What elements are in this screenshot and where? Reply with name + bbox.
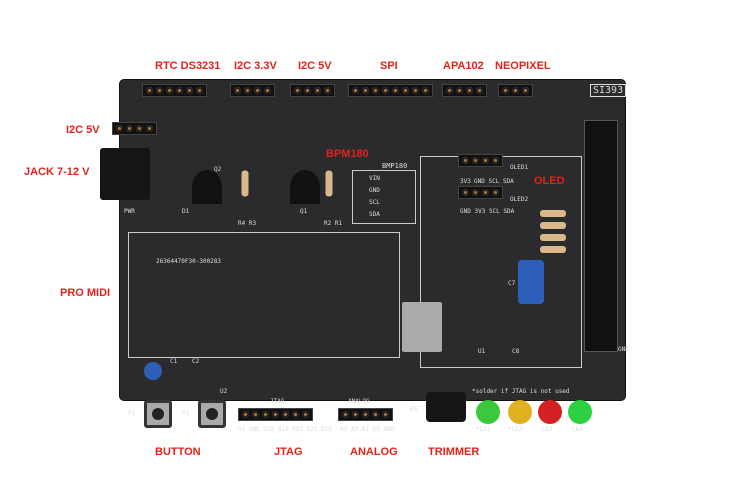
r5-silk: R5: [410, 406, 418, 413]
bmp-pin-sda: SDA: [369, 211, 380, 218]
jtag-silk: JTAG: [270, 398, 285, 405]
ld4-silk: LD4: [572, 426, 583, 433]
u2-silk: U2: [220, 388, 228, 395]
oled1-pin: GND: [474, 178, 485, 185]
dc-jack: [100, 148, 150, 200]
chip-silk: 26364470F30-300283: [156, 258, 222, 265]
oled2-header: [458, 186, 503, 199]
pcb-board: SI393 PWR D1 GND 26364470F30-300283 Q2 Q…: [100, 80, 629, 433]
bmp-silk: BMP180: [382, 162, 408, 170]
c2-silk: C2: [192, 358, 200, 365]
label-neopixel: NEOPIXEL: [495, 60, 551, 72]
i2c5-left-header: [112, 122, 157, 135]
label-trimmer: TRIMMER: [428, 446, 480, 458]
oled1-pin: SDA: [502, 178, 514, 185]
label-analog: ANALOG: [350, 446, 398, 458]
label-apa102: APA102: [443, 60, 484, 72]
oled2-pin: GND: [460, 208, 471, 215]
oled2-pin: SCL: [488, 208, 500, 215]
oled2-pin: SDA: [503, 208, 515, 215]
oled2-pin: 3V3: [474, 208, 486, 215]
neopixel-header: [498, 84, 533, 97]
c1-silk: C1: [170, 358, 178, 365]
d1-silk: D1: [182, 208, 190, 215]
label-oled: OLED: [534, 175, 565, 187]
analog-pins-silk: A3 A2 A1 5V GND: [340, 426, 395, 433]
led-ld4: [568, 400, 592, 424]
jtag-header: [238, 408, 313, 421]
voltage-regulator: [402, 302, 442, 352]
analog-silk: ANALOG: [348, 398, 370, 405]
jtag-pins-silk: 5V GND D20 D18 RST D21 D19: [238, 426, 332, 433]
board-id: SI393: [590, 84, 627, 97]
oled1-silk: OLED1: [510, 164, 529, 171]
bmp-pin-gnd: GND: [369, 187, 380, 194]
button-p1[interactable]: [144, 400, 172, 428]
ld2-silk: *LD2: [508, 426, 523, 433]
capacitor-c1: [144, 362, 162, 380]
led-ld1: [476, 400, 500, 424]
apa102-header: [442, 84, 487, 97]
resistor: [540, 246, 566, 253]
oled1-pin: 3V3: [460, 178, 471, 185]
q2-transistor: [192, 170, 222, 204]
p2-silk: P2: [182, 410, 190, 417]
trimmer-potentiometer[interactable]: [426, 392, 466, 422]
i2c33-header: [230, 84, 275, 97]
led-ld3: [538, 400, 562, 424]
solder-note: *solder if JTAG is not used: [472, 388, 570, 395]
label-pro-midi: PRO MIDI: [60, 287, 111, 299]
r2r1-silk: R2 R1: [324, 220, 343, 227]
oled2-silk: OLED2: [510, 196, 529, 203]
c8-silk: C8: [512, 348, 520, 355]
analog-header: [338, 408, 393, 421]
label-spi: SPI: [380, 60, 398, 72]
rtc-header: [142, 84, 207, 97]
label-rtc: RTC DS3231: [155, 60, 221, 72]
oled1-header: [458, 154, 503, 167]
pro-midi-outline: [128, 232, 400, 358]
gnd-silk: GND: [618, 346, 629, 353]
u1-silk: U1: [478, 348, 486, 355]
button-p2[interactable]: [198, 400, 226, 428]
p1-silk: P1: [128, 410, 136, 417]
resistor: [241, 170, 249, 197]
oled2-pins: GND 3V3 SCL SDA: [460, 208, 514, 215]
label-button: BUTTON: [155, 446, 201, 458]
led-ld2: [508, 400, 532, 424]
ld1-silk: *LD1: [476, 426, 491, 433]
capacitor-c7: [518, 260, 544, 304]
oled1-pin: SCL: [488, 178, 500, 185]
pin-header-right: [584, 120, 618, 352]
resistor: [540, 234, 566, 241]
resistor: [325, 170, 333, 197]
q2-silk: Q2: [214, 166, 222, 173]
spi-header: [348, 84, 433, 97]
c7-silk: C7: [508, 280, 516, 287]
i2c5-header: [290, 84, 335, 97]
ld3-silk: LD3: [542, 426, 553, 433]
label-i2c-5v-left: I2C 5V: [66, 124, 100, 136]
label-bpm180: BPM180: [326, 148, 369, 160]
q1-silk: Q1: [300, 208, 308, 215]
label-i2c-33v: I2C 3.3V: [234, 60, 277, 72]
label-i2c-5v: I2C 5V: [298, 60, 332, 72]
label-jack: JACK 7-12 V: [24, 166, 90, 178]
r4r3-silk: R4 R3: [238, 220, 257, 227]
pwr-silk: PWR: [124, 208, 135, 215]
oled1-pins-rest: GND SCL SDA: [474, 178, 514, 185]
q1-transistor: [290, 170, 320, 204]
bmp-pin-vin: VIN: [369, 175, 380, 182]
bmp-outline: VIN GND SCL SDA: [352, 170, 416, 224]
resistor: [540, 222, 566, 229]
bmp-pin-scl: SCL: [369, 199, 380, 206]
resistor: [540, 210, 566, 217]
label-jtag: JTAG: [274, 446, 303, 458]
